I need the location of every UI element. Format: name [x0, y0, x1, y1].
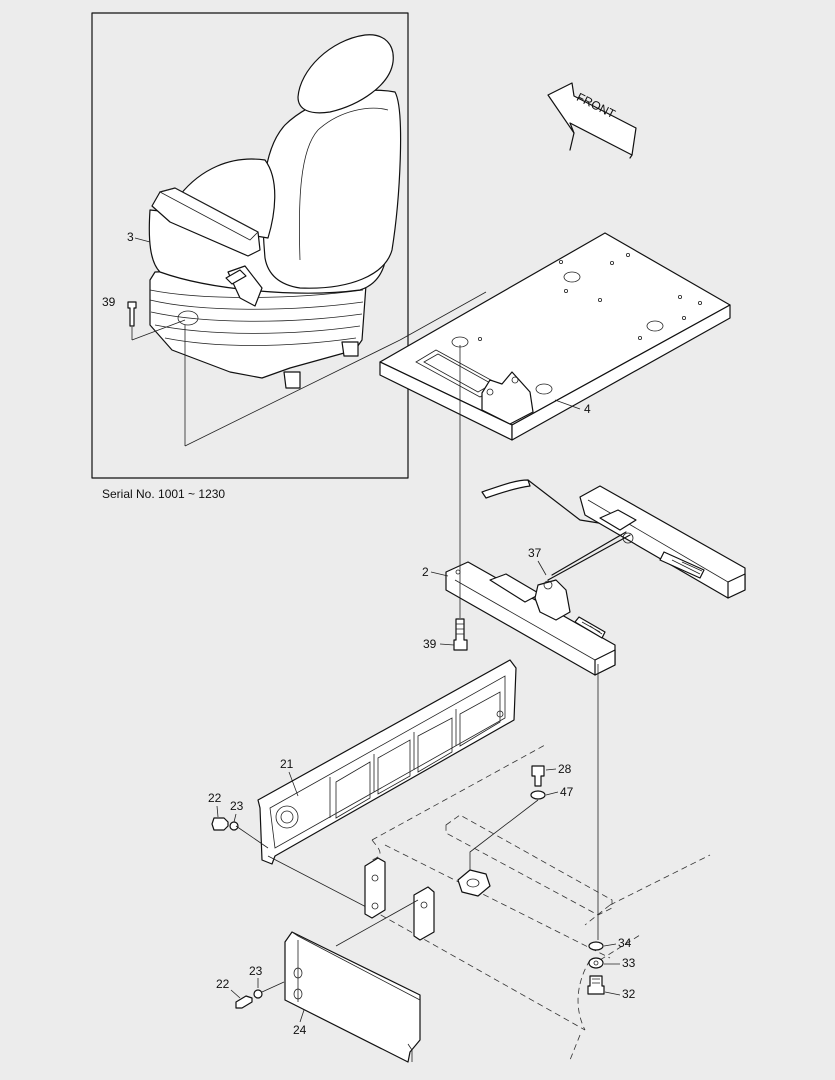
callout-23-upper: 23 [230, 799, 244, 813]
callout-24: 24 [293, 1023, 307, 1037]
callout-23-lower: 23 [249, 964, 263, 978]
callout-32: 32 [622, 987, 636, 1001]
callout-28: 28 [558, 762, 572, 776]
callout-39-seat: 39 [102, 295, 116, 309]
slide-rail-with-lever [481, 479, 746, 599]
seat-mounting-plate [379, 232, 731, 441]
front-direction-arrow: FRONT [547, 82, 637, 159]
screw-22-lower [235, 989, 263, 1009]
callout-22-upper: 22 [208, 791, 222, 805]
callout-22-lower: 22 [216, 977, 230, 991]
rubber-pad [457, 869, 491, 897]
callout-3: 3 [127, 230, 134, 244]
seat-assembly [127, 34, 487, 447]
serial-number-note: Serial No. 1001 ~ 1230 [102, 487, 226, 501]
callout-33: 33 [622, 956, 636, 970]
fasteners-32-33-34 [587, 941, 605, 995]
callout-39-rail: 39 [423, 637, 437, 651]
callout-4: 4 [584, 402, 591, 416]
return-spring [547, 531, 631, 581]
side-cover-panel [257, 659, 517, 865]
callout-21: 21 [280, 757, 294, 771]
bolt-39 [453, 618, 468, 651]
bolt-28 [530, 765, 546, 800]
callout-2: 2 [422, 565, 429, 579]
slide-rail [445, 561, 616, 676]
screw-22-upper [211, 817, 239, 831]
cover-brackets [364, 857, 435, 941]
lower-cover-panel [284, 931, 421, 1063]
seat-inset-frame [91, 12, 409, 479]
machine-frame-outline [371, 744, 711, 1061]
callout-47: 47 [560, 785, 574, 799]
callout-34: 34 [618, 936, 632, 950]
callout-37: 37 [528, 546, 542, 560]
